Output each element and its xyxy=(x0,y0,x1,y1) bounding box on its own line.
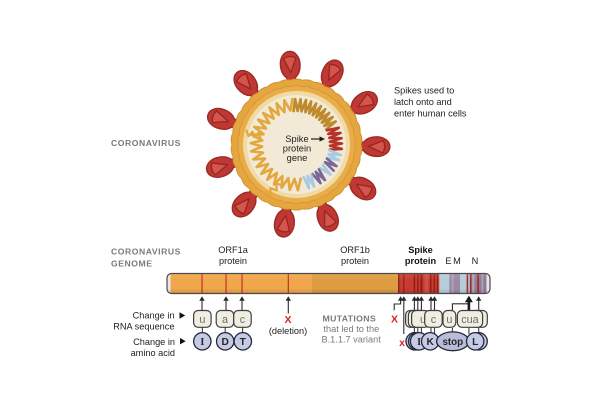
svg-text:cua: cua xyxy=(461,314,478,326)
svg-text:a: a xyxy=(222,314,228,326)
svg-text:protein: protein xyxy=(405,256,437,266)
svg-text:X: X xyxy=(391,313,398,325)
svg-text:u: u xyxy=(446,314,452,326)
svg-text:gene: gene xyxy=(287,153,308,163)
svg-text:that led to the: that led to the xyxy=(324,324,380,334)
svg-text:Change in: Change in xyxy=(133,311,175,321)
svg-text:protein: protein xyxy=(283,144,311,154)
svg-text:CORONAVIRUS: CORONAVIRUS xyxy=(111,247,181,257)
svg-text:GENOME: GENOME xyxy=(111,259,153,269)
svg-text:Spikes used to: Spikes used to xyxy=(394,86,454,96)
svg-text:L: L xyxy=(472,337,478,348)
svg-text:MUTATIONS: MUTATIONS xyxy=(323,313,377,323)
svg-text:RNA sequence: RNA sequence xyxy=(113,322,174,332)
svg-text:amino acid: amino acid xyxy=(131,348,175,358)
svg-text:D: D xyxy=(222,337,229,348)
svg-text:Spike: Spike xyxy=(285,134,308,144)
svg-text:enter human cells: enter human cells xyxy=(394,109,467,119)
svg-text:CORONAVIRUS: CORONAVIRUS xyxy=(111,138,181,148)
svg-text:c: c xyxy=(431,314,437,326)
svg-text:X: X xyxy=(284,314,291,326)
svg-text:I: I xyxy=(200,337,204,348)
svg-text:latch onto and: latch onto and xyxy=(394,97,452,107)
svg-text:M: M xyxy=(453,256,461,266)
svg-text:N: N xyxy=(472,256,479,266)
svg-text:T: T xyxy=(240,337,247,348)
svg-text:x: x xyxy=(399,337,405,349)
svg-text:B.1.1.7 variant: B.1.1.7 variant xyxy=(322,334,382,344)
svg-text:c: c xyxy=(240,314,246,326)
svg-text:K: K xyxy=(427,337,435,348)
svg-text:Spike: Spike xyxy=(408,245,433,255)
svg-text:I: I xyxy=(417,337,421,348)
svg-text:protein: protein xyxy=(341,256,369,266)
svg-text:u: u xyxy=(199,314,205,326)
svg-text:ORF1b: ORF1b xyxy=(340,245,370,255)
svg-text:E: E xyxy=(445,256,451,266)
svg-text:Change in: Change in xyxy=(133,337,175,347)
svg-text:ORF1a: ORF1a xyxy=(218,245,249,255)
svg-text:protein: protein xyxy=(219,256,247,266)
svg-text:stop: stop xyxy=(442,337,463,348)
svg-text:u: u xyxy=(420,314,426,326)
svg-text:(deletion): (deletion) xyxy=(269,326,307,336)
